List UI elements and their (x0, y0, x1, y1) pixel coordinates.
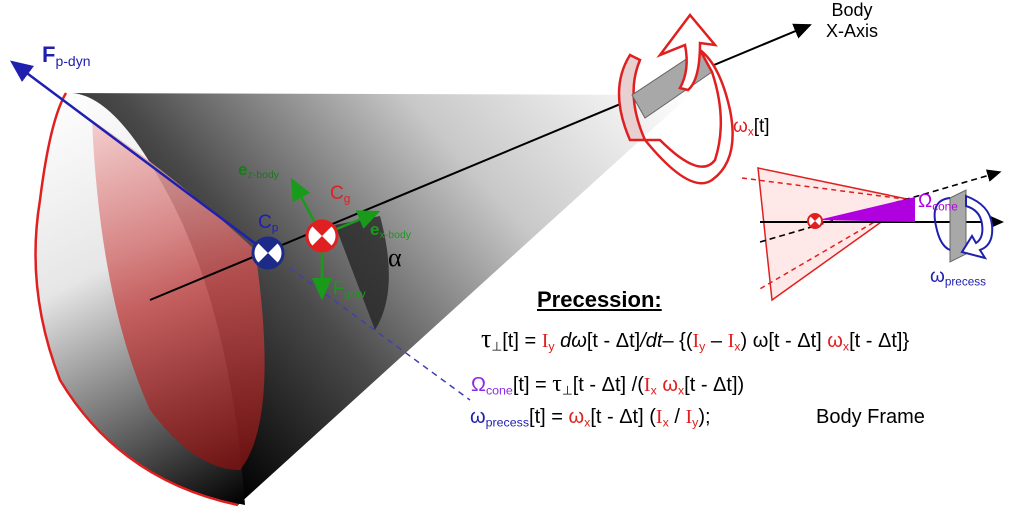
omega-cone-equation: Ωcone[t] = τ⊥[t - Δt] /(Ix ωx[t - Δt]) (471, 371, 745, 398)
e-xbody-label: ex-body (370, 220, 412, 242)
alpha-wedge (335, 216, 389, 330)
cg-label: Cg (330, 183, 351, 206)
omega-precess-rotation-icon (933, 189, 994, 263)
torque-equation: τ⊥[t] = Iy dω[t - Δt]/dt– {(Iy – Ix) ω[t… (481, 324, 910, 354)
f-pdyn-label: Fp-dyn (42, 42, 91, 70)
omega-x-rotation-icon (617, 12, 734, 185)
precession-title: Precession: (537, 287, 662, 312)
e-zbody-label: ez-body (238, 160, 280, 182)
omega-precess-equation: ωprecess[t] = ωx[t - Δt] (Ix / Iy); (470, 406, 711, 430)
cone-base-outline (34, 92, 239, 507)
body-frame-label: Body Frame (816, 406, 925, 428)
alpha-label: α (388, 243, 402, 272)
precession-inset (741, 167, 1004, 302)
f-pdyn-arrow (9, 60, 269, 255)
cg-marker (305, 219, 339, 253)
omega-precess-label: ωprecess (930, 266, 987, 289)
cp-label: Cp (258, 212, 279, 235)
omega-x-label: ωx[t] (733, 116, 770, 139)
cp-cross-section (92, 120, 265, 470)
omega-cone-wedge (818, 197, 915, 222)
f-grav-label: Fgrav (333, 278, 366, 301)
body-x-axis-label: Body X-Axis (826, 0, 879, 41)
cp-marker (251, 236, 285, 270)
omega-cone-label: Ωcone (918, 191, 958, 214)
